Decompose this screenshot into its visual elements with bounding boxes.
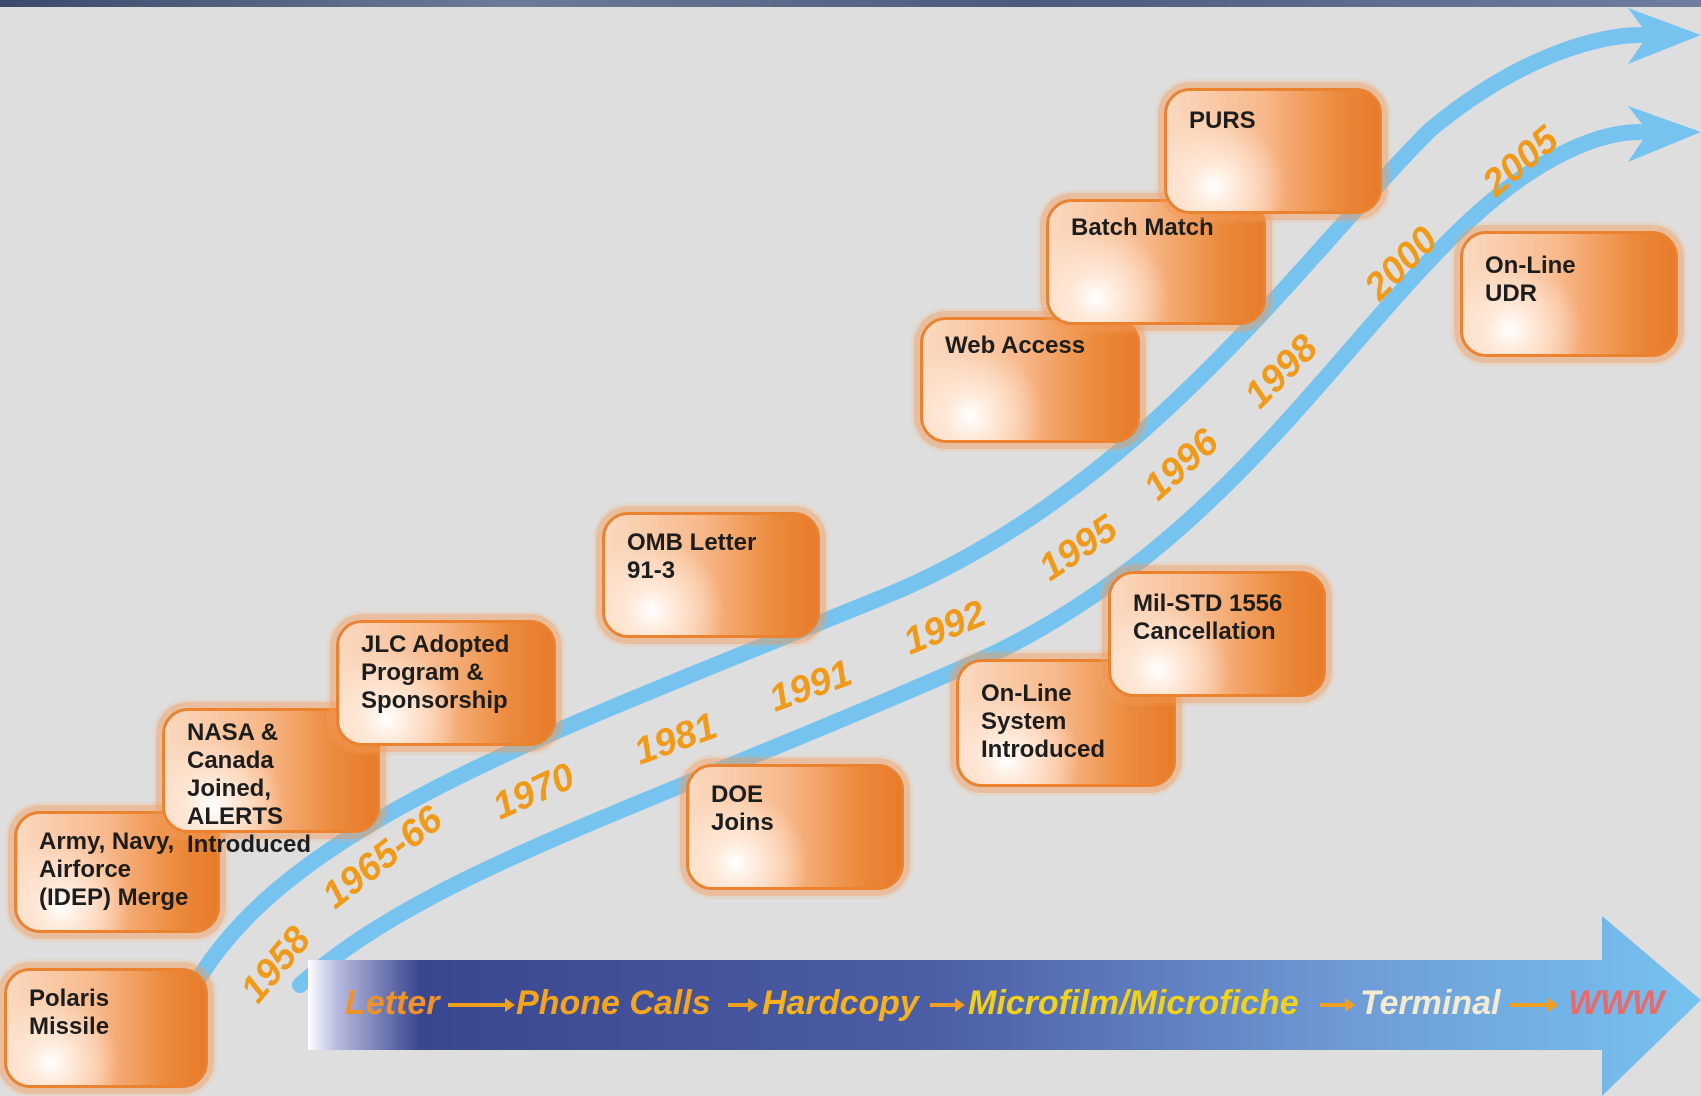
milestone-polaris-missile: Polaris Missile — [4, 968, 208, 1088]
media-arrowhead-4 — [1345, 998, 1355, 1012]
milestone-purs: PURS — [1164, 88, 1382, 214]
media-terminal: Terminal — [1360, 984, 1502, 1022]
media-www: WWW — [1568, 984, 1667, 1022]
media-arrowhead-1 — [505, 998, 515, 1012]
milestone-mil-std-cancellation: Mil-STD 1556 Cancellation — [1108, 571, 1326, 697]
lower-ribbon-arrowhead — [1628, 106, 1701, 162]
media-hardcopy: Hardcopy — [762, 984, 921, 1022]
milestone-online-system: On-Line System Introduced — [956, 659, 1176, 787]
year-1958: 1958 — [233, 918, 320, 1010]
milestone-batch-match: Batch Match — [1046, 199, 1266, 325]
media-arrowhead-2 — [748, 998, 758, 1012]
year-2005: 2005 — [1474, 118, 1567, 206]
milestone-jlc-adopted: JLC Adopted Program & Sponsorship — [336, 620, 556, 746]
media-microfilm: Microfilm/Microfiche — [968, 984, 1299, 1022]
media-arrowhead-5 — [1548, 998, 1558, 1012]
media-phone-calls: Phone Calls — [516, 984, 711, 1022]
milestone-web-access: Web Access — [920, 317, 1140, 443]
milestone-omb-letter: OMB Letter 91-3 — [602, 512, 820, 638]
top-banner-strip — [0, 0, 1701, 7]
milestone-army-navy-airforce-merge: Army, Navy, Airforce (IDEP) Merge — [14, 811, 220, 933]
upper-timeline-ribbon — [187, 27, 1648, 993]
milestone-doe-joins: DOE Joins — [686, 764, 904, 890]
media-arrowhead-3 — [955, 998, 965, 1012]
media-letter: Letter — [345, 984, 441, 1022]
upper-ribbon-arrowhead — [1628, 8, 1701, 64]
milestone-online-udr: On-Line UDR — [1460, 231, 1678, 357]
milestone-nasa-canada-alerts: NASA & Canada Joined, ALERTS Introduced — [162, 708, 380, 858]
year-1970: 1970 — [487, 755, 581, 828]
lower-timeline-ribbon — [292, 124, 1648, 993]
media-progression-arrow — [308, 916, 1701, 1096]
